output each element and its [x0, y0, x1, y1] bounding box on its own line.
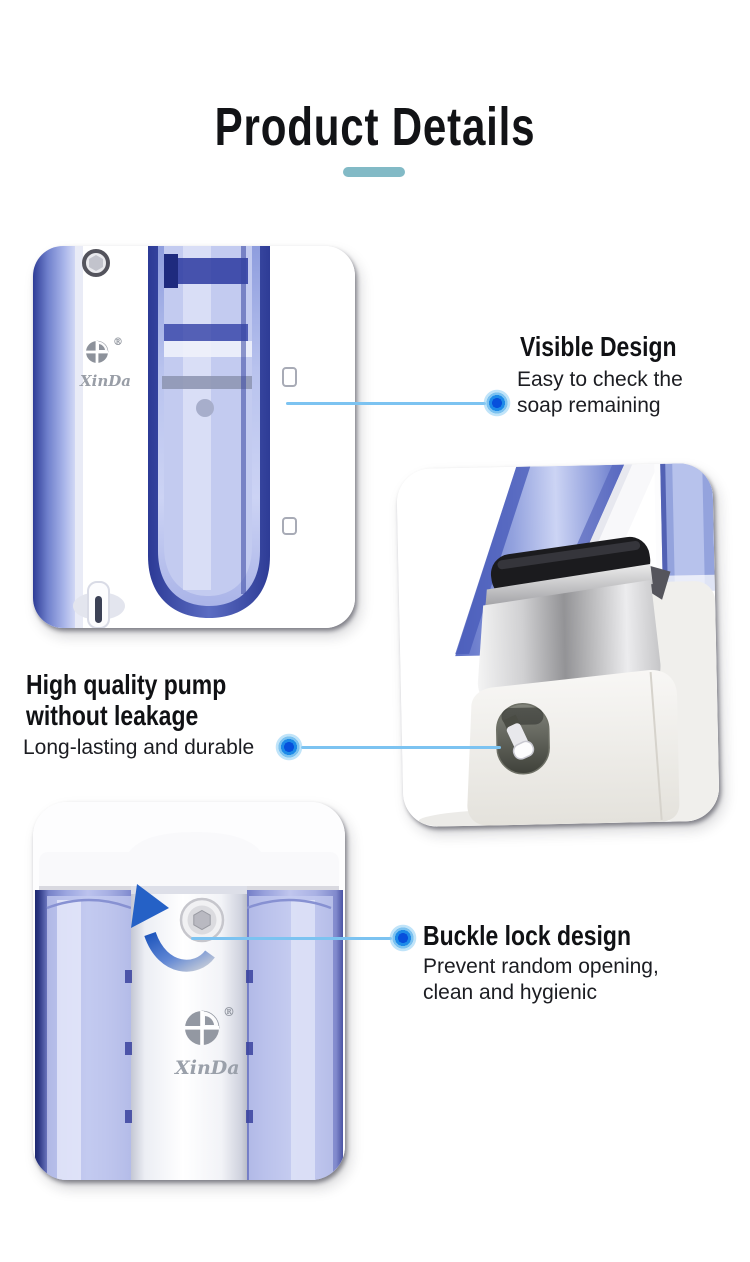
buckle-lock-illustration: ® XinDa [33, 802, 345, 1180]
heading-line: High quality pump [26, 669, 227, 700]
page-title: Product Details [214, 97, 536, 157]
connector-line-buckle [191, 937, 392, 940]
product-photo-dispenser-front: ® XinDa [33, 246, 355, 628]
brand-logo-text: XinDa [79, 372, 131, 390]
connector-dot-pump [275, 733, 303, 761]
brand-logo: ® XinDa [79, 337, 131, 390]
dispenser-front-illustration: ® XinDa [33, 246, 355, 628]
annotation-visible-design-body: Easy to check the soap remaining [517, 367, 683, 419]
connector-line-pump [301, 746, 501, 749]
body-line: soap remaining [517, 394, 661, 417]
dispenser-push-lever [73, 581, 125, 628]
buckle-lock-screw [179, 897, 225, 943]
side-container [651, 462, 720, 822]
registered-mark: ® [223, 1005, 235, 1019]
dispenser-top-screw [82, 249, 110, 277]
title-underline [343, 167, 405, 177]
product-photo-buckle-lock: ® XinDa [33, 802, 345, 1180]
rotate-arrow [131, 884, 215, 972]
dispenser-side-latches [282, 367, 297, 535]
annotation-visible-design-heading: Visible Design [520, 331, 677, 362]
connector-line-visible-design [286, 402, 486, 405]
pump-closeup-illustration [396, 462, 720, 828]
product-photo-pump-closeup [396, 462, 720, 828]
annotation-buckle-body: Prevent random opening, clean and hygien… [423, 954, 659, 1006]
nozzle-recess [496, 703, 550, 775]
brand-logo: ® XinDa [174, 1005, 240, 1079]
connector-dot-visible-design [483, 389, 511, 417]
dispenser-window [148, 246, 270, 618]
heading-line: Visible Design [520, 331, 677, 362]
heading-line: without leakage [26, 700, 199, 731]
connector-dot-buckle [389, 924, 417, 952]
annotation-buckle-heading: Buckle lock design [423, 920, 631, 951]
annotation-pump-heading: High quality pump without leakage [26, 669, 226, 731]
body-line: Prevent random opening, [423, 955, 659, 978]
brand-logo-text: XinDa [174, 1057, 240, 1079]
annotation-pump-body: Long-lasting and durable [23, 735, 254, 761]
left-chamber [35, 890, 133, 1180]
right-chamber [245, 890, 343, 1180]
registered-mark: ® [113, 337, 123, 348]
heading-line: Buckle lock design [423, 920, 631, 951]
dispenser-left-cover [33, 246, 83, 628]
body-line: clean and hygienic [423, 981, 597, 1004]
pump-nozzle [502, 714, 535, 760]
body-line: Long-lasting and durable [23, 736, 255, 759]
body-line: Easy to check the [517, 368, 683, 391]
